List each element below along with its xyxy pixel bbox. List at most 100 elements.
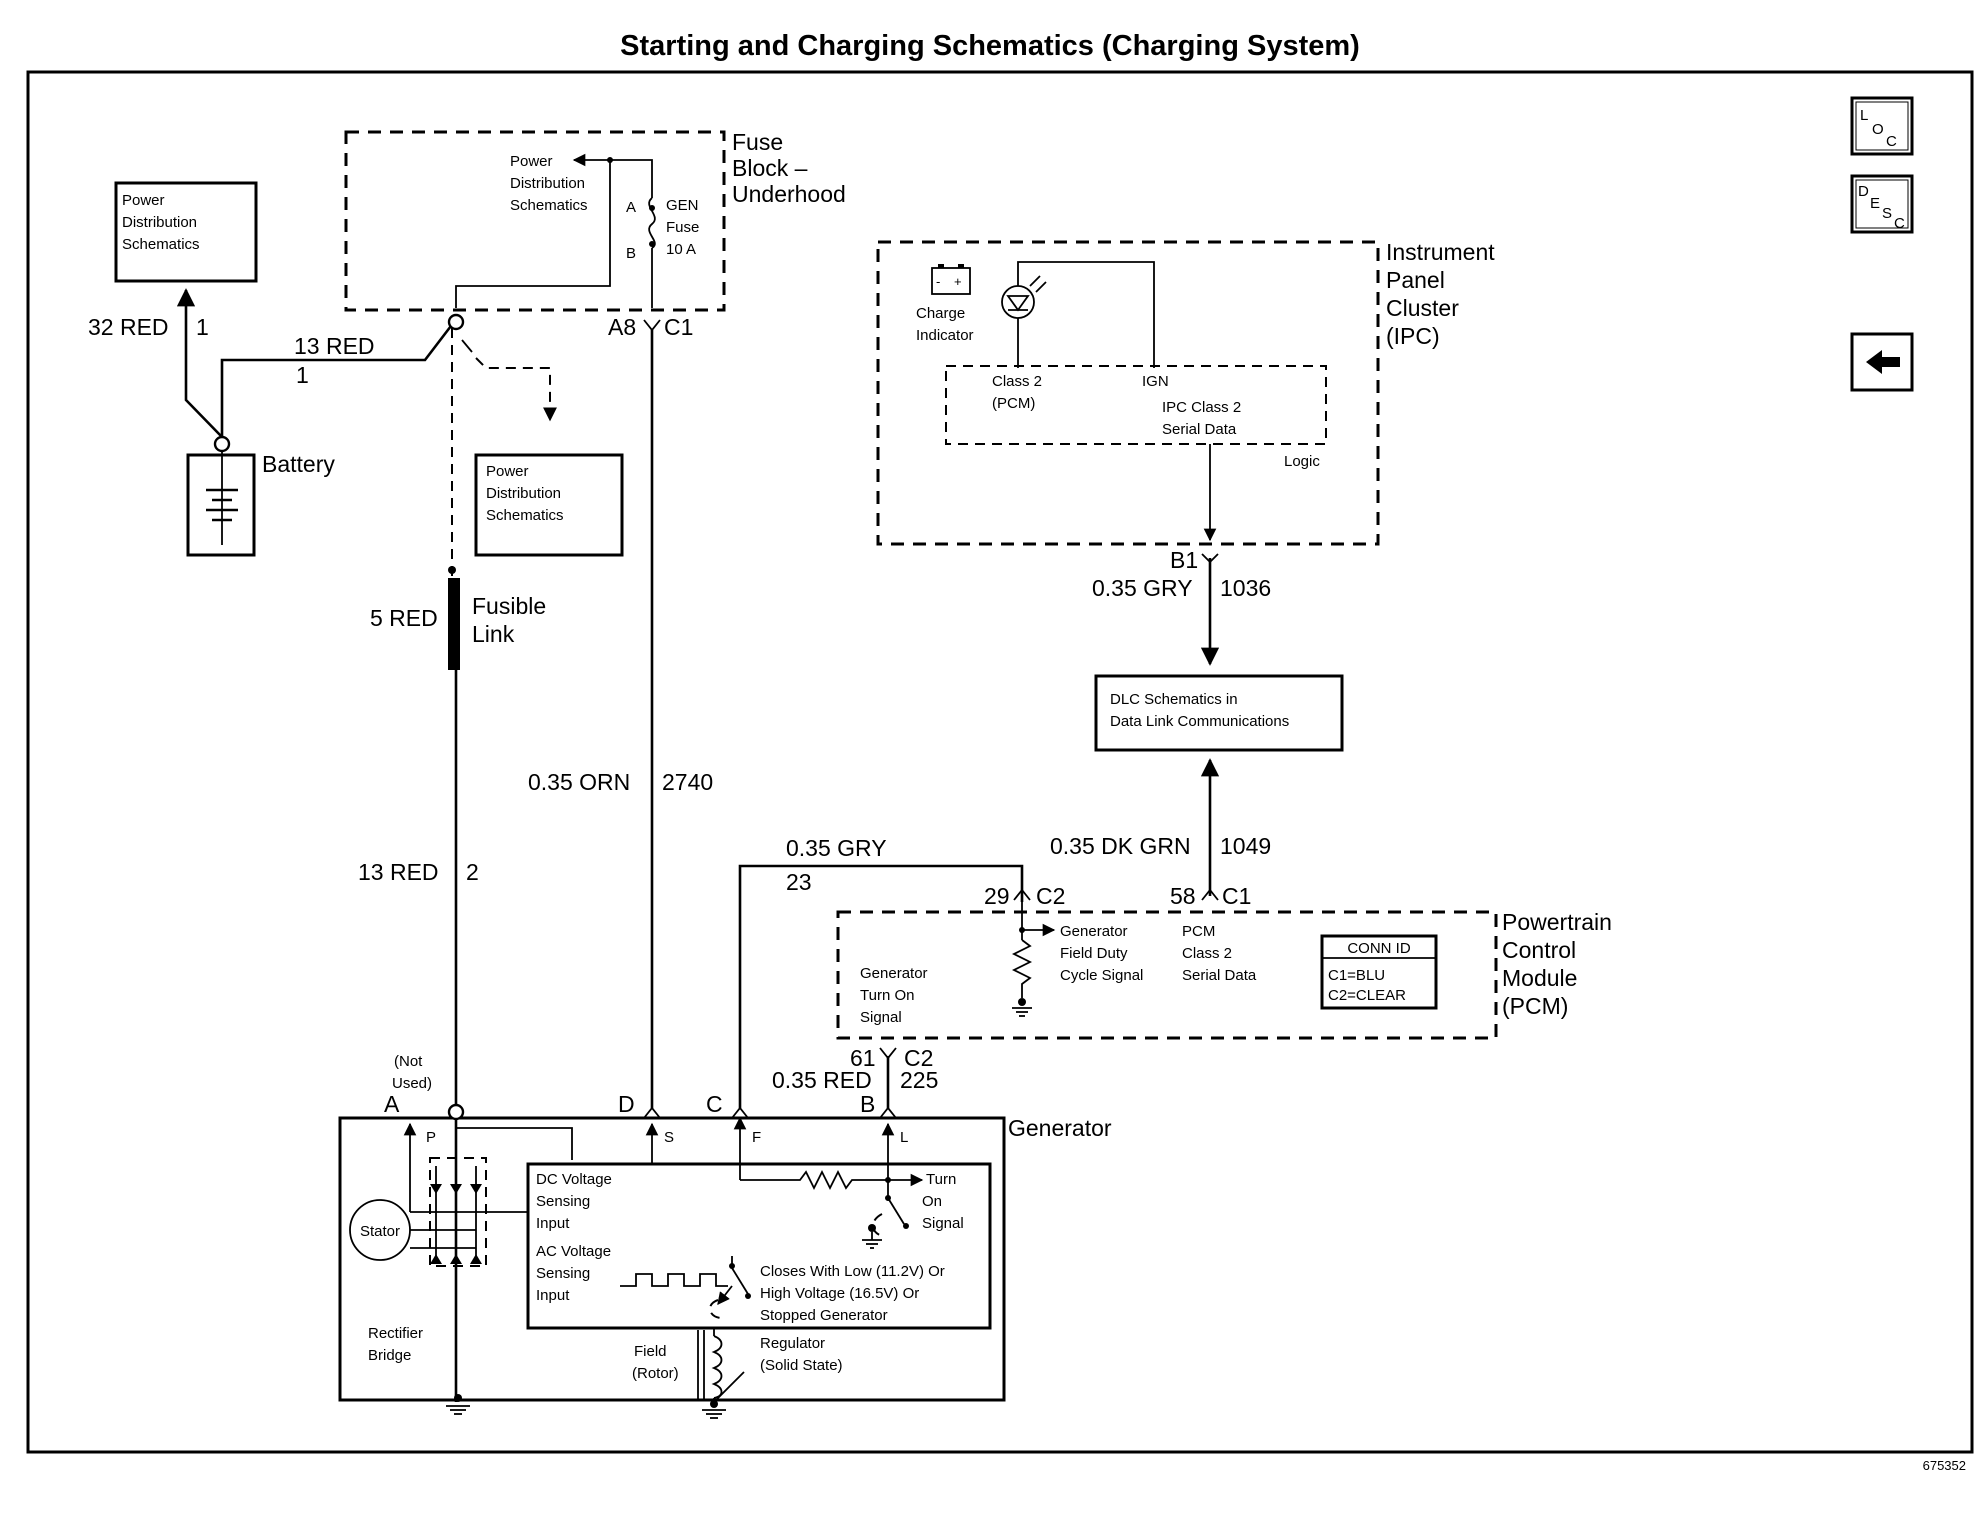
turn-on-ground-icon [862,1224,882,1249]
rectifier-label1: Rectifier [368,1325,423,1342]
field-label2: (Rotor) [632,1365,679,1382]
circuit-2740-label: 2740 [662,769,713,795]
fusible-link-wire-label: 5 RED [370,605,438,631]
ac-sensing-label2: Sensing [536,1265,590,1282]
ac-sensing-label3: Input [536,1287,570,1304]
fuse-label-fuse: Fuse [666,219,699,236]
regulator-box [526,1162,992,1330]
regulator-label1: Regulator [760,1335,825,1352]
pcm-label3: Module [1502,965,1577,991]
ipc-serial-label1: IPC Class 2 [1162,399,1241,416]
gen-term-s: S [664,1129,674,1146]
pcm-pin-61: 61 [850,1045,876,1071]
rectifier-bridge-icon [429,1157,487,1267]
fuse-pds-line3: Schematics [510,197,588,214]
stator-label: Stator [360,1223,400,1240]
wire-32-red-label: 32 RED [88,314,169,340]
pcm-turn-on-label1: Generator [860,965,928,982]
loc-button[interactable]: L O C [1850,96,1914,156]
gen-fuse-icon [648,197,656,249]
dlc-label2: Data Link Communications [1110,713,1289,730]
field-resistor-icon [740,1169,888,1191]
wire-orn-label: 0.35 ORN [528,769,630,795]
gen-bat-terminal [447,1103,465,1121]
pds-mid-line3: Schematics [486,507,564,524]
power-distribution-box-mid[interactable]: Power Distribution Schematics [474,453,624,557]
pcm-turn-on-label3: Signal [860,1009,902,1026]
regulator-label2: (Solid State) [760,1357,843,1374]
circuit-2-label: 2 [466,859,479,885]
svg-text:+: + [954,274,962,289]
pcm-gen-field-label2: Field Duty [1060,945,1128,962]
power-distribution-box-top[interactable]: Power Distribution Schematics [114,181,258,283]
dashed-wire-pds-mid [475,357,557,422]
fuse-block-label2: Block – [732,155,808,181]
instrument-panel-cluster: Instrument Panel Cluster (IPC) - + Charg… [876,239,1495,546]
not-used-label1: (Not [394,1053,423,1070]
fuse-block-bolt-terminal [447,313,465,331]
turn-on-label2: On [922,1193,942,1210]
field-rotor-icon [697,1328,745,1419]
conn-id-c1: C1=BLU [1328,967,1385,984]
dlc-label1: DLC Schematics in [1110,691,1238,708]
generator-label: Generator [1008,1115,1112,1141]
ipc-logic-label: Logic [1284,453,1320,470]
wire-13-red-battery [220,321,456,437]
ipc-class2-label: Class 2 [992,373,1042,390]
wire-dk-grn-label: 0.35 DK GRN [1050,833,1191,859]
loc-c-letter: C [1886,133,1897,150]
pcm-label1: Powertrain [1502,909,1612,935]
pds-top-line1: Power [122,192,165,209]
powertrain-control-module: Powertrain Control Module (PCM) 29 C2 58… [836,883,1612,1040]
battery-label: Battery [262,451,335,477]
desc-button[interactable]: D E S C [1850,174,1914,234]
pull-down-resistor-icon [1011,939,1033,998]
circuit-1-label-b: 1 [296,362,309,388]
gen-pin-d: D [618,1091,635,1117]
conn-id-c2: C2=CLEAR [1328,987,1406,1004]
pcm-connector-c2-bottom: C2 [904,1045,933,1071]
gen-pin-a: A [384,1091,400,1117]
wire-13-red-label-top: 13 RED [294,333,375,359]
pds-top-line2: Distribution [122,214,197,231]
fuse-block-label3: Underhood [732,181,846,207]
connector-a8: A8 [608,314,636,340]
gen-ground-icon [446,1394,470,1415]
pcm-connector-c1: C1 [1222,883,1251,909]
turn-on-label3: Signal [922,1215,964,1232]
pcm-class2-label2: Class 2 [1182,945,1232,962]
fuse-pds-line2: Distribution [510,175,585,192]
turn-on-label1: Turn [926,1171,956,1188]
fusible-link-label2: Link [472,621,515,647]
pcm-gen-field-label3: Cycle Signal [1060,967,1143,984]
ac-sensing-label1: AC Voltage [536,1243,611,1260]
conn-id-box: CONN ID C1=BLU C2=CLEAR [1320,934,1438,1010]
pcm-pin-29: 29 [984,883,1010,909]
wire-red-225-label: 0.35 RED [772,1067,872,1093]
desc-d-letter: D [1858,183,1869,200]
charge-led-icon [1001,275,1047,319]
ipc-label4: (IPC) [1386,323,1440,349]
dlc-schematics-box[interactable]: DLC Schematics in Data Link Communicatio… [1094,674,1344,752]
circuit-225-label: 225 [900,1067,938,1093]
charge-indicator-label2: Indicator [916,327,974,344]
fuse-label-amps: 10 A [666,241,696,258]
back-button[interactable] [1850,332,1914,392]
closes-label3: Stopped Generator [760,1307,888,1324]
connector-b1: B1 [1170,547,1198,573]
ipc-label2: Panel [1386,267,1445,293]
loc-l-letter: L [1860,107,1868,124]
ac-square-wave-icon [620,1273,728,1287]
loc-o-letter: O [1872,121,1884,138]
fuse-pin-a: A [626,199,636,216]
pds-mid-line2: Distribution [486,485,561,502]
wire-gry-1036-label: 0.35 GRY [1092,575,1193,601]
rectifier-label2: Bridge [368,1347,411,1364]
ipc-class2-pcm-label: (PCM) [992,395,1035,412]
diagram-frame [26,70,1974,1454]
pcm-label4: (PCM) [1502,993,1568,1019]
generator: Generator (Not Used) A D C B P S F L Sta… [338,1053,1112,1419]
ground-icon [1012,998,1032,1017]
page-title: Starting and Charging Schematics (Chargi… [620,30,1360,62]
